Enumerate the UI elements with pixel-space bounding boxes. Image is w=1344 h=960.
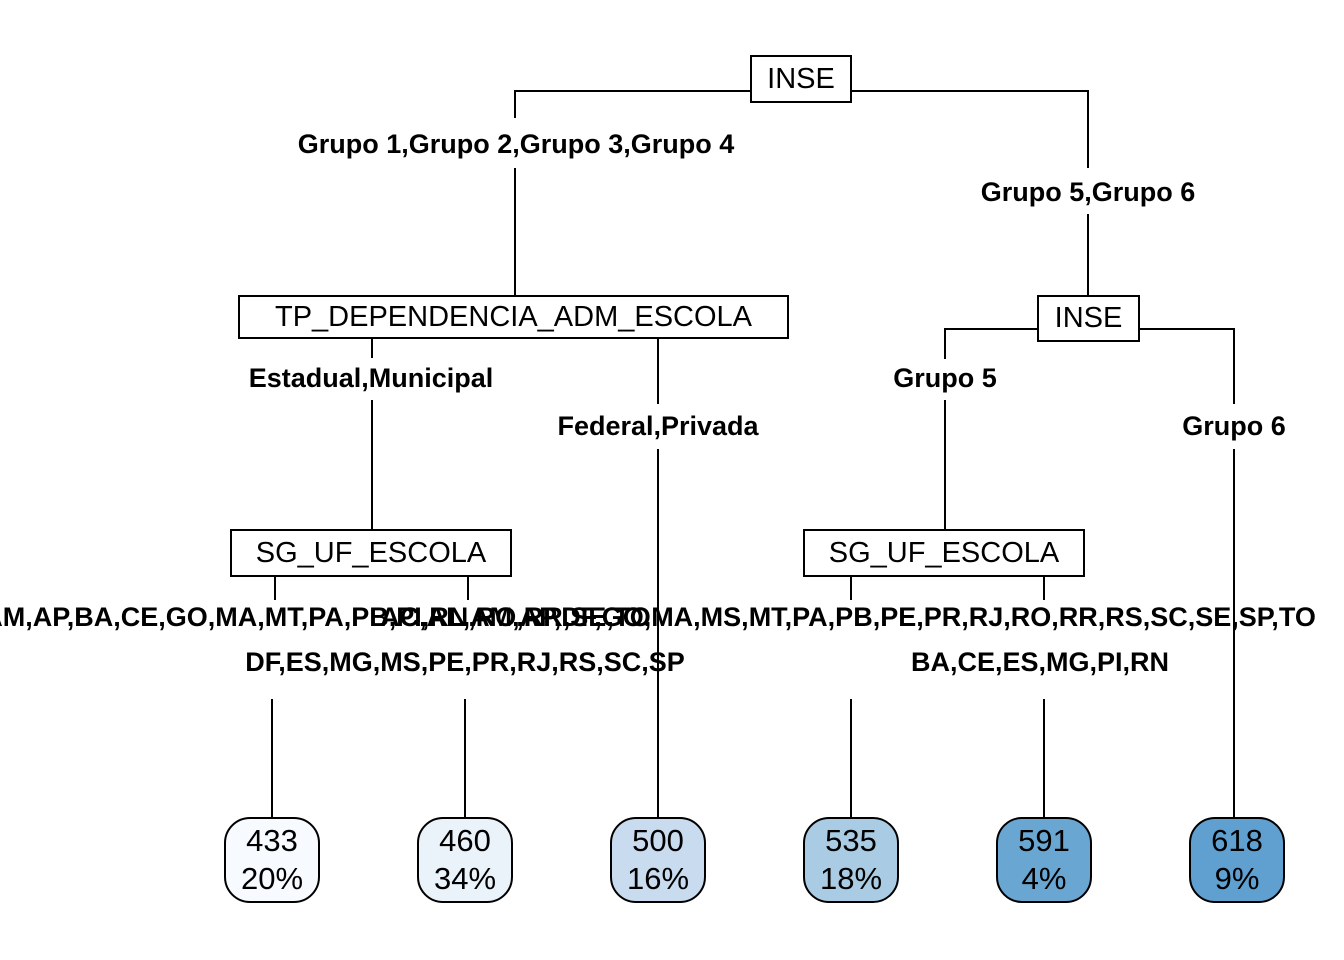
leaf-node-535: 535 18% (803, 817, 899, 903)
node-sg-uf-right: SG_UF_ESCOLA (803, 529, 1085, 577)
node-tp-dependencia: TP_DEPENDENCIA_ADM_ESCOLA (238, 295, 789, 339)
edge-line-inse2-right-v1 (1233, 328, 1235, 404)
edge-line-root-right-v2 (1087, 214, 1089, 295)
edge-line-sgl-stub-right (467, 577, 469, 600)
edge-line-tp-left-stub (371, 339, 373, 358)
edge-line-leaf-460 (464, 699, 466, 817)
edge-label-tp-left: Estadual,Municipal (248, 363, 494, 393)
edge-label-sg-left-left: AC,AL,AM,AP,BA,CE,GO,MA,MT,PA,PB,PI,RN,R… (0, 602, 651, 632)
edge-line-root-right-h (852, 90, 1089, 92)
node-sg-uf-right-label: SG_UF_ESCOLA (828, 536, 1060, 569)
node-sg-uf-left-label: SG_UF_ESCOLA (255, 536, 487, 569)
edge-line-inse2-left-v1 (944, 328, 946, 359)
leaf-node-433: 433 20% (224, 817, 320, 903)
leaf-value: 618 (1211, 823, 1263, 858)
edge-line-root-right-v1 (1087, 90, 1089, 168)
edge-line-sgr-stub-right (1043, 577, 1045, 600)
leaf-percent: 16% (626, 861, 690, 896)
leaf-percent: 34% (433, 861, 497, 896)
edge-line-inse2-right-h (1140, 328, 1235, 330)
leaf-value: 591 (1018, 823, 1070, 858)
leaf-value: 433 (246, 823, 298, 858)
edge-label-sg-right-left: AC,AL,AM,AP,DF,GO,MA,MS,MT,PA,PB,PE,PR,R… (380, 602, 1316, 632)
edge-label-sg-left-right: DF,ES,MG,MS,PE,PR,RJ,RS,SC,SP (245, 647, 685, 677)
edge-line-tp-right-v2 (657, 449, 659, 817)
leaf-percent: 18% (819, 861, 883, 896)
edge-line-root-left-h (515, 90, 752, 92)
node-sg-uf-left: SG_UF_ESCOLA (230, 529, 512, 577)
edge-line-tp-right-v1 (657, 339, 659, 404)
edge-label-root-right: Grupo 5,Grupo 6 (980, 177, 1196, 207)
leaf-value: 460 (439, 823, 491, 858)
edge-line-leaf-433 (271, 699, 273, 817)
edge-line-sgl-stub-left (274, 577, 276, 600)
node-inse-root: INSE (750, 55, 852, 103)
edge-line-inse2-left-h (944, 328, 1037, 330)
leaf-node-500: 500 16% (610, 817, 706, 903)
edge-label-tp-right: Federal,Privada (557, 411, 759, 441)
node-inse-2-label: INSE (1054, 302, 1123, 334)
edge-line-sgr-stub-left (850, 577, 852, 600)
edge-line-leaf-591 (1043, 699, 1045, 817)
leaf-node-591: 591 4% (996, 817, 1092, 903)
edge-line-root-left-v1 (514, 90, 516, 118)
node-inse-2: INSE (1037, 295, 1140, 342)
node-tp-dependencia-label: TP_DEPENDENCIA_ADM_ESCOLA (274, 300, 753, 333)
edge-label-root-left: Grupo 1,Grupo 2,Grupo 3,Grupo 4 (297, 129, 735, 159)
edge-label-sg-right-right: BA,CE,ES,MG,PI,RN (910, 647, 1170, 677)
leaf-value: 535 (825, 823, 877, 858)
edge-line-root-left-v2 (514, 168, 516, 295)
edge-line-leaf-535 (850, 699, 852, 817)
edge-line-inse2-left-v2 (944, 400, 946, 529)
leaf-value: 500 (632, 823, 684, 858)
leaf-percent: 20% (240, 861, 304, 896)
edge-line-inse2-right-v2 (1233, 449, 1235, 817)
edge-label-inse2-left: Grupo 5 (893, 363, 997, 393)
edge-label-inse2-right: Grupo 6 (1182, 411, 1286, 441)
leaf-node-460: 460 34% (417, 817, 513, 903)
node-inse-root-label: INSE (767, 62, 835, 95)
leaf-percent: 9% (1214, 861, 1260, 896)
leaf-percent: 4% (1021, 861, 1067, 896)
leaf-node-618: 618 9% (1189, 817, 1285, 903)
edge-line-tp-left-v (371, 400, 373, 529)
